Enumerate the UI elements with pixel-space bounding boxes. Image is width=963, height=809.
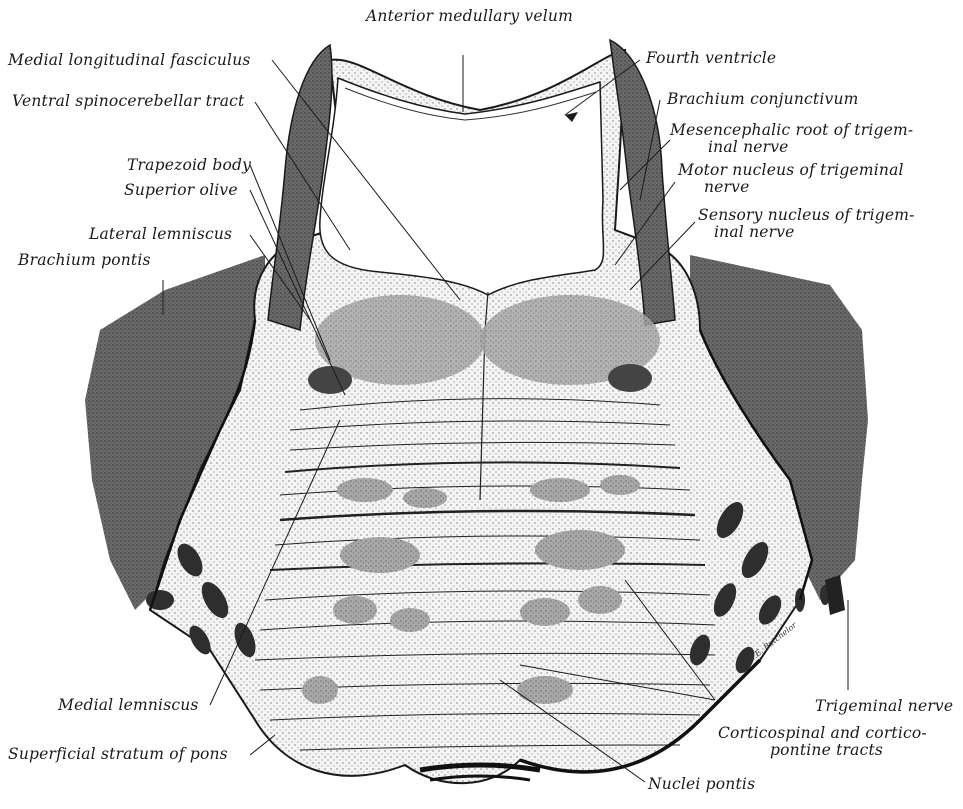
label-anterior-medullary-velum: Anterior medullary velum xyxy=(366,8,573,25)
label-corticospinal-tracts: Corticospinal and cortico- pontine tract… xyxy=(718,725,927,759)
label-brachium-pontis: Brachium pontis xyxy=(18,252,151,269)
label-mesencephalic-root: Mesencephalic root of trigem- inal nerve xyxy=(670,122,913,156)
label-trigeminal-nerve: Trigeminal nerve xyxy=(815,698,953,715)
label-ventral-spinocerebellar-tract: Ventral spinocerebellar tract xyxy=(12,93,244,110)
label-medial-longitudinal-fasciculus: Medial longitudinal fasciculus xyxy=(8,52,251,69)
label-superficial-stratum: Superficial stratum of pons xyxy=(8,746,228,763)
trigeminal-nerve-root xyxy=(825,575,845,615)
label-lateral-lemniscus: Lateral lemniscus xyxy=(89,226,232,243)
label-superior-olive: Superior olive xyxy=(124,182,238,199)
label-fourth-ventricle: Fourth ventricle xyxy=(646,50,776,67)
label-motor-nucleus: Motor nucleus of trigeminal nerve xyxy=(678,162,904,196)
label-trapezoid-body: Trapezoid body xyxy=(127,157,251,174)
label-medial-lemniscus: Medial lemniscus xyxy=(58,697,199,714)
label-brachium-conjunctivum: Brachium conjunctivum xyxy=(667,91,859,108)
label-nuclei-pontis: Nuclei pontis xyxy=(648,776,755,793)
label-sensory-nucleus: Sensory nucleus of trigem- inal nerve xyxy=(698,207,915,241)
